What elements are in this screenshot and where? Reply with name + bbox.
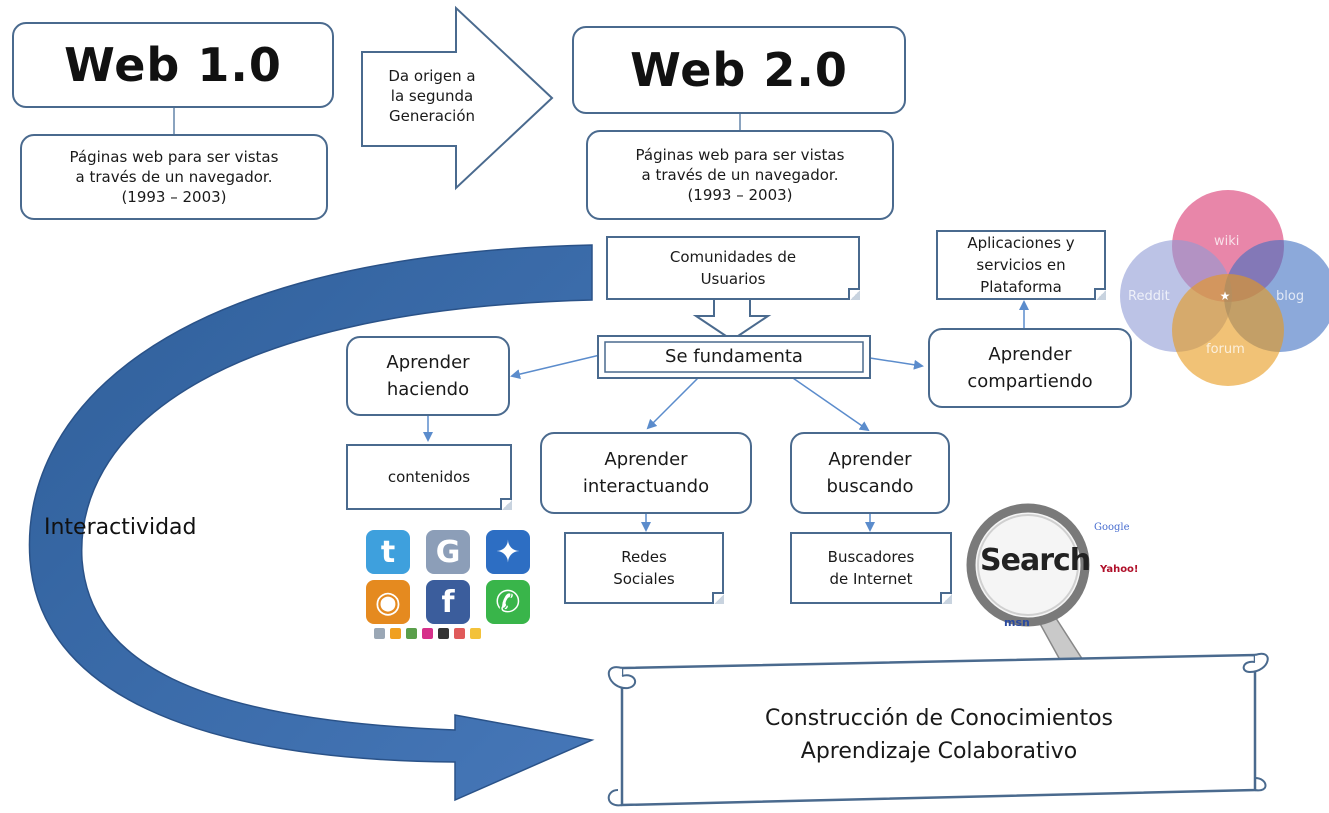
mini-icon xyxy=(374,628,385,639)
scroll-text: Construcción de Conocimientos Aprendizaj… xyxy=(764,706,1114,764)
venn-label-wiki: wiki xyxy=(1214,234,1240,249)
contents-doc: contenidos xyxy=(346,444,512,510)
search-word: Search xyxy=(980,543,1091,578)
web1-title-box: Web 1.0 xyxy=(12,22,334,108)
mini-icon xyxy=(454,628,465,639)
connector-interacting xyxy=(646,375,701,430)
mini-icon xyxy=(422,628,433,639)
interactivity-curved-arrow xyxy=(28,244,595,802)
venn-label-reddit: Reddit xyxy=(1128,289,1170,304)
platform-doc: Aplicaciones y servicios en Plataforma xyxy=(936,230,1106,300)
social-networks-doc: Redes Sociales xyxy=(564,532,724,604)
mini-icon xyxy=(406,628,417,639)
contents-label: contenidos xyxy=(387,468,471,486)
brand-google: Google xyxy=(1094,522,1130,533)
web2-title-box: Web 2.0 xyxy=(572,26,906,114)
web1-title: Web 1.0 xyxy=(64,38,282,92)
venn-graphic: ★ xyxy=(1120,190,1329,386)
web1-description-box: Páginas web para ser vistas a través de … xyxy=(20,134,328,220)
transition-text: Da origen a la segunda Generación xyxy=(388,67,476,125)
interactivity-label: Interactividad xyxy=(44,515,197,540)
platform-label: Aplicaciones y servicios en Plataforma xyxy=(967,234,1075,296)
mini-icon xyxy=(438,628,449,639)
learn-interacting-box: Aprender interactuando xyxy=(540,432,752,514)
fundamenta-label: Se fundamenta xyxy=(665,346,803,367)
web2-description-box: Páginas web para ser vistas a través de … xyxy=(586,130,894,220)
communities-box: Comunidades de Usuarios xyxy=(606,236,860,300)
fundamenta-inner-frame xyxy=(604,341,864,373)
mini-icon xyxy=(470,628,481,639)
origin-block-arrow xyxy=(361,5,554,191)
learn-doing-label: Aprender haciendo xyxy=(386,352,470,400)
connector-doing xyxy=(510,354,601,380)
venn-label-forum: forum xyxy=(1206,342,1245,357)
learn-doing-box: Aprender haciendo xyxy=(346,336,510,416)
rss-icon: ◉ xyxy=(366,580,410,624)
mini-icon xyxy=(390,628,401,639)
web2-title: Web 2.0 xyxy=(630,43,848,97)
search-engines-doc: Buscadores de Internet xyxy=(790,532,952,604)
venn-label-blog: blog xyxy=(1276,289,1305,304)
learn-searching-box: Aprender buscando xyxy=(790,432,950,514)
connector-sharing xyxy=(869,357,924,370)
twitter-icon: t xyxy=(366,530,410,574)
web2-description: Páginas web para ser vistas a través de … xyxy=(635,146,845,204)
social-networks-label: Redes Sociales xyxy=(613,548,675,588)
myspace-icon: ✦ xyxy=(486,530,530,574)
facebook-icon: f xyxy=(426,580,470,624)
search-engines-label: Buscadores de Internet xyxy=(827,548,915,588)
connector-searching xyxy=(789,375,870,432)
magnifier-graphic xyxy=(966,503,1090,680)
svg-text:★: ★ xyxy=(1220,289,1231,303)
chat-icon: ✆ xyxy=(486,580,530,624)
learn-interacting-label: Aprender interactuando xyxy=(582,449,710,497)
learn-sharing-box: Aprender compartiendo xyxy=(928,328,1132,408)
brand-yahoo: Yahoo! xyxy=(1100,564,1139,575)
brand-msn: msn xyxy=(1004,616,1030,629)
learn-sharing-label: Aprender compartiendo xyxy=(967,344,1093,392)
communities-down-arrow xyxy=(692,297,772,342)
communities-label: Comunidades de Usuarios xyxy=(669,248,797,288)
learn-searching-label: Aprender buscando xyxy=(826,449,914,497)
scroll-banner xyxy=(607,652,1269,807)
google-icon: G xyxy=(426,530,470,574)
web1-description: Páginas web para ser vistas a través de … xyxy=(69,148,279,206)
